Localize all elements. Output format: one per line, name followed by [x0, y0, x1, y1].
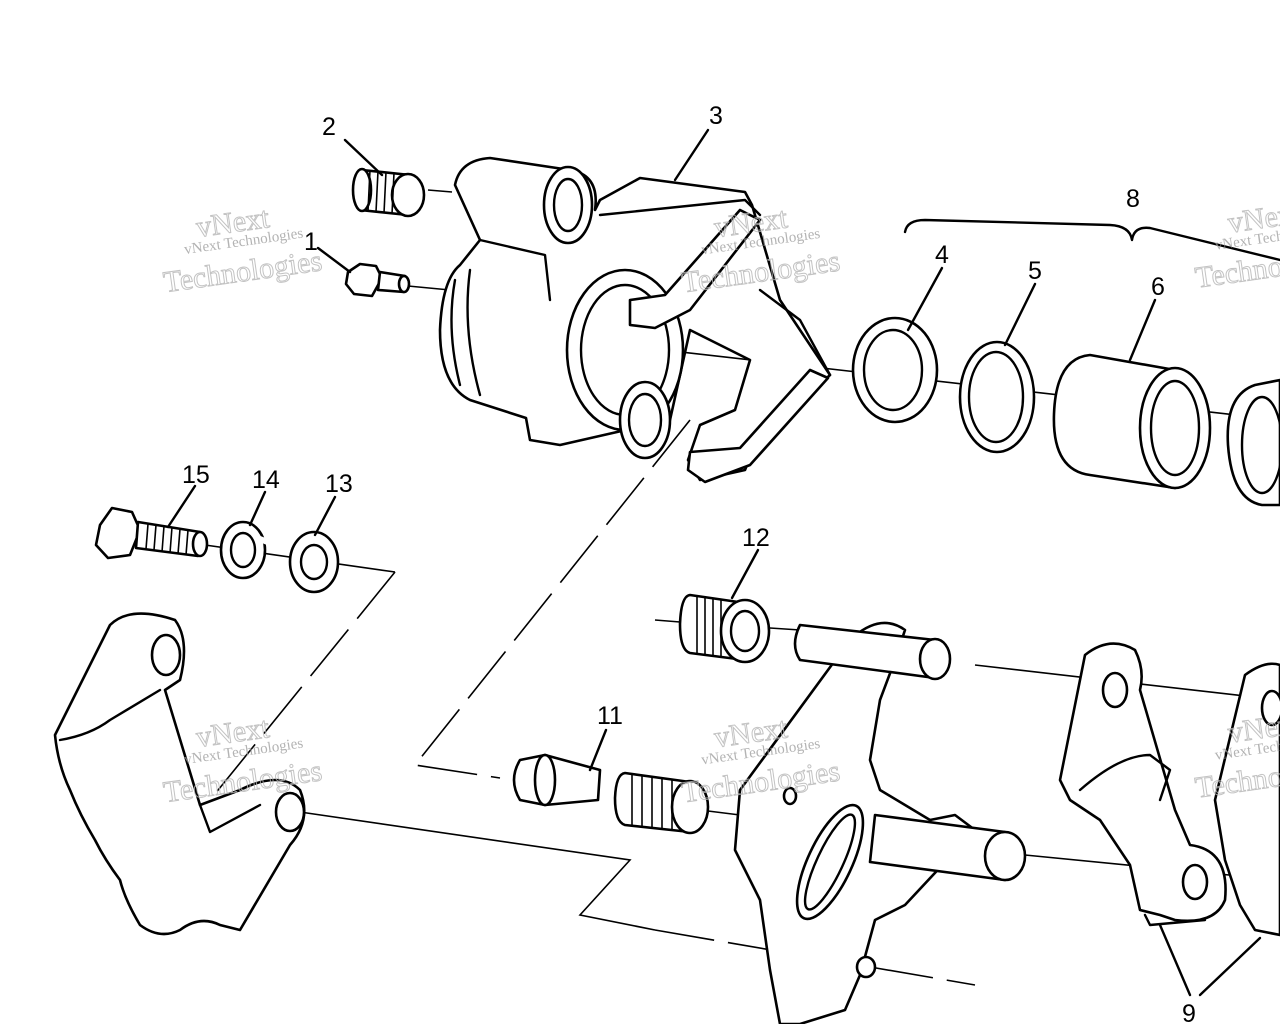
leader-lines	[166, 128, 1157, 772]
label-part-11: 11	[597, 702, 623, 730]
caliper-mounting-plate	[733, 621, 1027, 1024]
label-part-9: 9	[1182, 1000, 1196, 1024]
label-part-4: 4	[935, 241, 949, 269]
part-14-lock-washer	[219, 520, 272, 580]
label-part-6: 6	[1151, 273, 1165, 301]
part-number-labels: 2 3 1 8 4 5 6 15 14 13 12 11 9	[182, 102, 1196, 1024]
part-8-bracket	[903, 218, 1280, 262]
label-part-13: 13	[325, 470, 353, 498]
part-12-spring-sleeve	[678, 593, 771, 664]
part-3-caliper-body	[438, 156, 832, 484]
label-part-5: 5	[1028, 257, 1042, 285]
label-part-2: 2	[322, 113, 336, 141]
part-13-flat-washer	[288, 530, 340, 594]
label-part-1: 1	[304, 228, 318, 256]
lower-spring-sleeve	[613, 771, 710, 835]
label-part-14: 14	[252, 466, 280, 494]
part-1-bleeder-screw	[344, 262, 411, 298]
part-15-bolt	[94, 506, 209, 560]
part-4-piston-seal	[851, 316, 939, 424]
part-2-bleeder-sleeve	[351, 167, 426, 218]
part-5-dust-ring	[958, 340, 1036, 454]
label-part-12: 12	[742, 524, 770, 552]
label-part-8: 8	[1126, 185, 1140, 213]
part-edge-cylinder	[1226, 378, 1280, 507]
mounting-bracket	[53, 612, 306, 936]
label-part-3: 3	[709, 102, 723, 130]
label-part-15: 15	[182, 461, 210, 489]
part-9-brake-pads	[1058, 642, 1280, 997]
watermark-bottom-right: vNext vNext Technologies Technologies	[1193, 706, 1280, 805]
watermark-top-right: vNext vNext Technologies Technologies	[1193, 196, 1280, 295]
watermark-top-left: vNext vNext Technologies Technologies	[161, 201, 325, 300]
part-11-slide-pin	[512, 753, 602, 807]
part-6-piston	[1052, 353, 1212, 490]
